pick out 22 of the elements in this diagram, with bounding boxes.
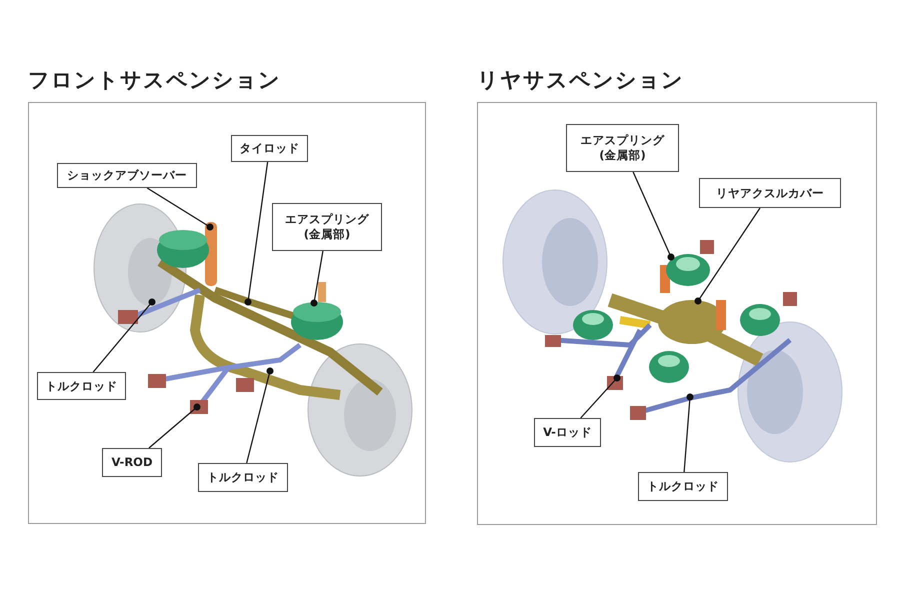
leader-line	[580, 374, 620, 418]
leader-line	[684, 394, 694, 472]
leader-line	[146, 187, 214, 230]
leader-line	[244, 162, 268, 306]
leader-line	[632, 172, 674, 260]
section-heading: フロントサスペンション	[28, 67, 281, 94]
callout-label: V-ROD	[102, 448, 162, 477]
callout-label: トルクロッド	[198, 463, 288, 492]
leader-line	[310, 250, 324, 306]
callout-label: トルクロッド	[638, 472, 728, 501]
section-heading: リヤサスペンション	[477, 67, 684, 94]
callout-label: ショックアブソーバー	[57, 163, 197, 188]
callout-label: タイロッド	[231, 135, 308, 162]
callout-label: トルクロッド	[37, 372, 126, 400]
callout-label: V-ロッド	[534, 418, 601, 447]
leader-line	[694, 208, 760, 304]
leader-line	[92, 298, 156, 372]
leader-line	[246, 368, 274, 464]
callout-label: エアスプリング (金属部)	[272, 203, 382, 251]
callout-label: エアスプリング (金属部)	[566, 124, 679, 172]
leader-line	[148, 404, 200, 448]
callout-label: リヤアクスルカバー	[699, 178, 841, 208]
